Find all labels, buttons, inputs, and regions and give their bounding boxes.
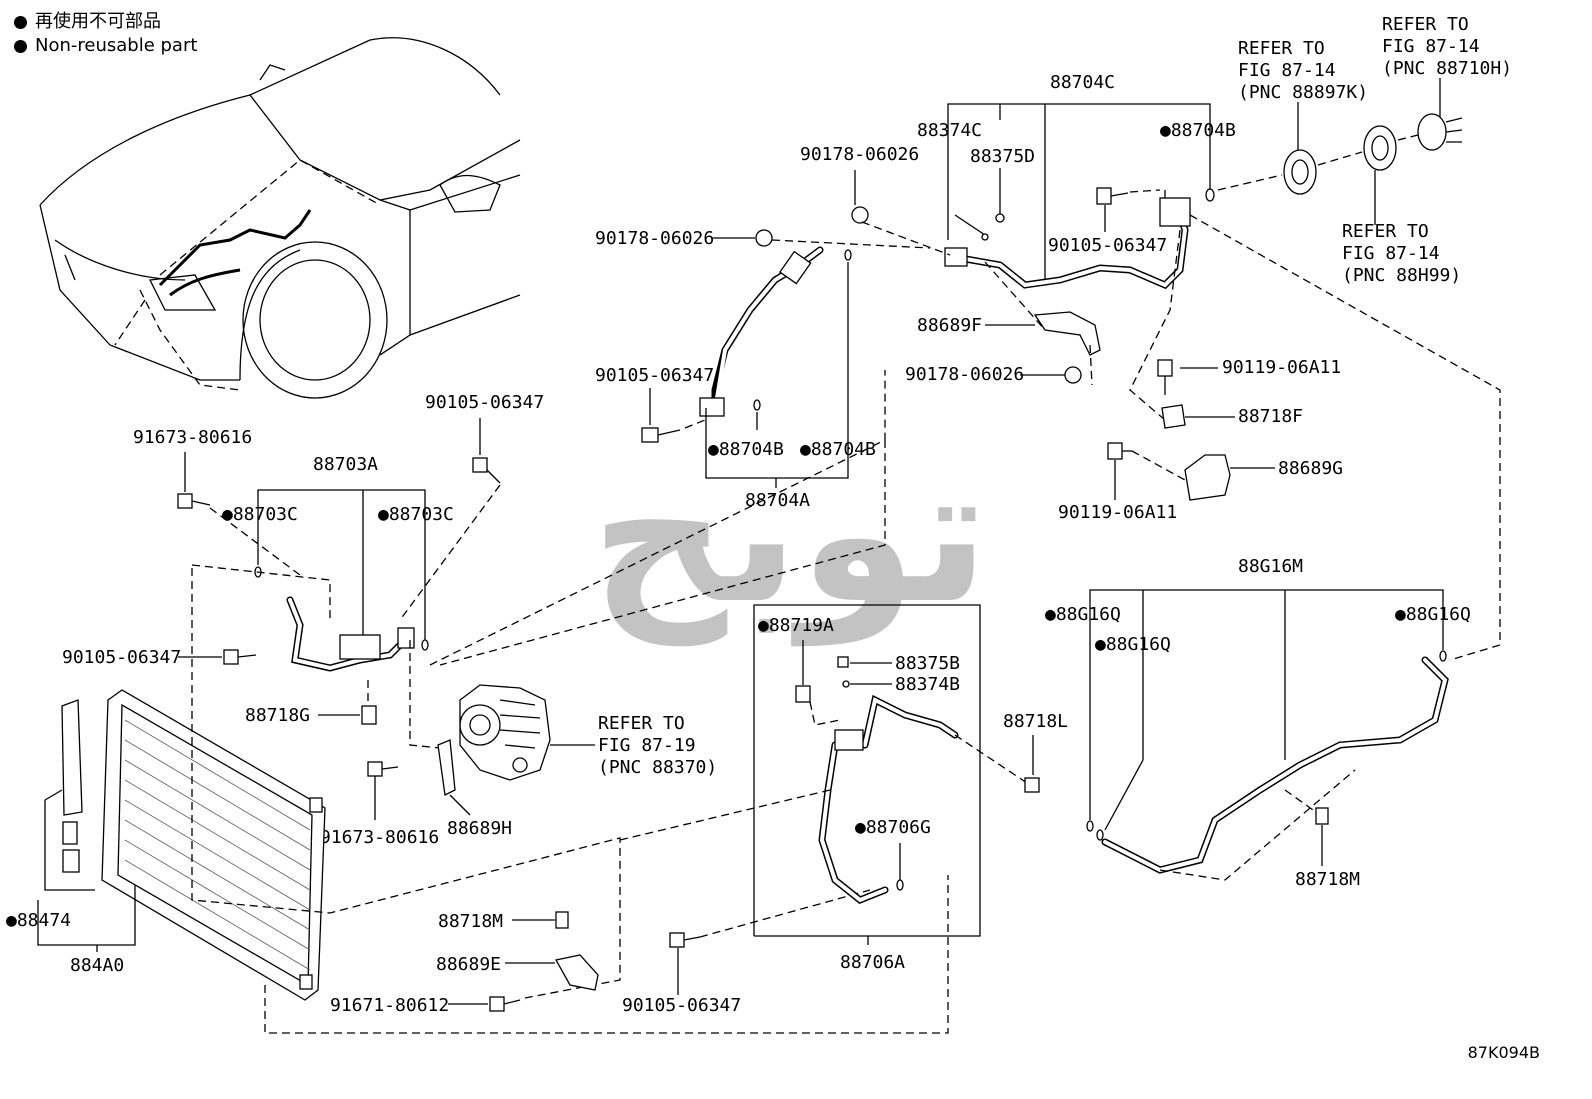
- label-88704B-l: ●88704B: [708, 439, 784, 460]
- bracket-88689F-area: 88689F 90178-06026 90105-06347: [905, 187, 1181, 421]
- label-91673-a: 91673-80616: [133, 427, 252, 448]
- label-88704B-r: ●88704B: [800, 439, 876, 460]
- label-88718F: 88718F: [1238, 406, 1303, 427]
- label-88G16Q-c: ●88G16Q: [1395, 604, 1471, 625]
- label-88706G: ●88706G: [855, 817, 931, 838]
- label-88689F: 88689F: [917, 315, 982, 336]
- label-90105-d: 90105-06347: [62, 647, 181, 668]
- legend-cn-text: 再使用不可部品: [35, 11, 161, 32]
- ref-d-line3: (PNC 88370): [598, 757, 717, 778]
- refer-notes-top: REFER TO FIG 87-14 (PNC 88710H) REFER TO…: [1217, 14, 1512, 286]
- label-88689G: 88689G: [1278, 458, 1343, 479]
- bracket-88704C: 88704C 88374C 88375D ●88704B: [917, 72, 1236, 280]
- label-88706A: 88706A: [840, 952, 905, 973]
- non-reusable-dot-icon: [14, 39, 27, 53]
- label-88703C-r: ●88703C: [378, 504, 454, 525]
- ref-d-line1: REFER TO: [598, 713, 685, 734]
- label-884A0: 884A0: [70, 955, 124, 976]
- suction-hose-88704A: 90178-06026 90178-06026 90105-06347 ●887…: [595, 144, 951, 511]
- condenser-884A0: ●88474 884A0: [6, 568, 949, 1034]
- discharge-hose-88703A: 91673-80616 90105-06347 88703A ●88703C ●…: [62, 392, 544, 726]
- label-88374C: 88374C: [917, 120, 982, 141]
- label-88718M-a: 88718M: [438, 911, 503, 932]
- label-88374B: 88374B: [895, 674, 960, 695]
- ref-a-line1: REFER TO: [1382, 14, 1469, 35]
- legend: 再使用不可部品 Non-reusable part: [14, 10, 197, 58]
- label-90105-b: 90105-06347: [1048, 235, 1167, 256]
- label-88703A: 88703A: [313, 454, 378, 475]
- label-88375D: 88375D: [970, 146, 1035, 167]
- leader-right: [1189, 214, 1501, 661]
- label-88704A: 88704A: [745, 490, 810, 511]
- label-88689H: 88689H: [447, 818, 512, 839]
- label-90178-c: 90178-06026: [905, 364, 1024, 385]
- label-91671: 91671-80612: [330, 995, 449, 1016]
- label-90105-e: 90105-06347: [622, 995, 741, 1016]
- watermark: توبح: [591, 424, 990, 647]
- car-sketch: [39, 37, 521, 399]
- legend-en-text: Non-reusable part: [35, 35, 198, 56]
- label-90178-b: 90178-06026: [595, 228, 714, 249]
- ref-a-line2: FIG 87-14: [1382, 36, 1480, 57]
- label-90178-a: 90178-06026: [800, 144, 919, 165]
- non-reusable-dot-icon: [14, 15, 27, 29]
- ref-c-line1: REFER TO: [1342, 221, 1429, 242]
- label-88718M-b: 88718M: [1295, 869, 1360, 890]
- label-88G16Q-a: ●88G16Q: [1045, 604, 1121, 625]
- pipe-88G16M: 88718L 88G16M ●88G16Q ●88G16Q ●88G16Q 88…: [1003, 556, 1471, 890]
- label-91673-b: 91673-80616: [320, 827, 439, 848]
- clamp-88718F-area: 90119-06A11 88718F 88689G 90119-06A11: [1058, 357, 1343, 523]
- liquid-tube-88706A: ●88719A 88375B 88374B ●88706G 88706A: [619, 604, 1031, 973]
- label-88718L: 88718L: [1003, 711, 1068, 732]
- label-90119-a: 90119-06A11: [1222, 357, 1341, 378]
- ref-b-line2: FIG 87-14: [1238, 60, 1336, 81]
- lower-brackets: 88718M 88689E 91671-80612 90105-06347: [330, 889, 871, 1016]
- label-88704B-top: ●88704B: [1160, 120, 1236, 141]
- label-88718G: 88718G: [245, 705, 310, 726]
- label-90105-c: 90105-06347: [425, 392, 544, 413]
- figure-code: 87K094B: [1468, 1043, 1540, 1062]
- label-88G16Q-b: ●88G16Q: [1095, 634, 1171, 655]
- ref-a-line3: (PNC 88710H): [1382, 58, 1512, 79]
- ref-b-line3: (PNC 88897K): [1238, 82, 1368, 103]
- label-88704C: 88704C: [1050, 72, 1115, 93]
- ref-c-line3: (PNC 88H99): [1342, 265, 1461, 286]
- label-88G16M: 88G16M: [1238, 556, 1303, 577]
- label-90105-a: 90105-06347: [595, 365, 714, 386]
- ref-d-line2: FIG 87-19: [598, 735, 696, 756]
- label-88689E: 88689E: [436, 954, 501, 975]
- label-88719A: ●88719A: [758, 615, 834, 636]
- legend-row-en: Non-reusable part: [14, 34, 197, 58]
- ref-c-line2: FIG 87-14: [1342, 243, 1440, 264]
- ref-b-line1: REFER TO: [1238, 38, 1325, 59]
- legend-row-cn: 再使用不可部品: [14, 10, 197, 34]
- label-88703C-l: ●88703C: [222, 504, 298, 525]
- label-88375B: 88375B: [895, 653, 960, 674]
- compressor: REFER TO FIG 87-19 (PNC 88370) 88689H 91…: [320, 370, 886, 848]
- label-90119-b: 90119-06A11: [1058, 502, 1177, 523]
- hose-88704C: [944, 190, 1191, 290]
